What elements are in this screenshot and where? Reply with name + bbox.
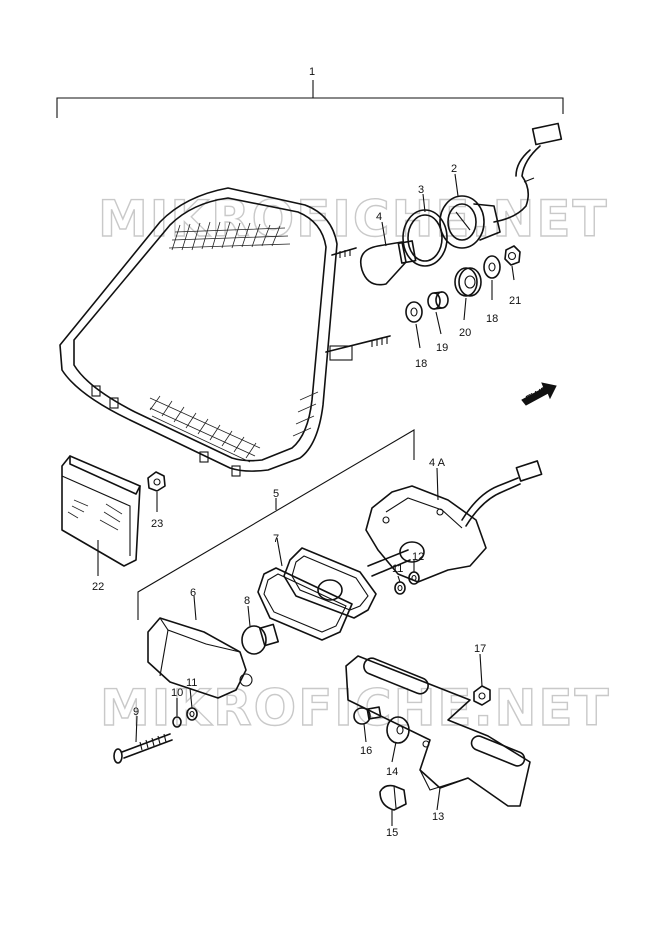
license-bracket-13	[345, 655, 531, 807]
label-part-9: 9	[133, 706, 139, 718]
lens-hatch-bottom	[149, 395, 261, 463]
watermark-top: MIKROFICHE.NET	[98, 190, 609, 248]
bulb-8	[241, 623, 280, 655]
label-part-6: 6	[190, 587, 196, 599]
leader-lines	[97, 173, 515, 826]
nut-12	[408, 571, 420, 585]
label-part-15: 15	[386, 827, 398, 839]
label-part-2: 2	[451, 163, 457, 175]
nut-23	[147, 471, 166, 492]
washer-18-bottom	[405, 301, 423, 323]
nut-21	[504, 245, 521, 266]
bulb-4	[359, 240, 417, 286]
label-part-16: 16	[360, 745, 372, 757]
label-part-5: 5	[273, 488, 279, 500]
label-part-4a: 4 A	[429, 457, 446, 469]
label-part-18-top: 18	[486, 313, 498, 325]
label-part-11-left: 11	[186, 677, 197, 689]
label-part-8: 8	[244, 595, 250, 607]
assembly-bracket-1	[56, 80, 564, 118]
label-part-22: 22	[92, 581, 104, 593]
label-part-11-right: 11	[392, 563, 403, 575]
label-part-12: 12	[412, 551, 424, 563]
bulb-15	[379, 784, 407, 811]
washer-10	[172, 716, 182, 728]
label-part-21: 21	[509, 295, 521, 307]
label-part-23: 23	[151, 518, 163, 530]
grommet-20	[454, 267, 482, 297]
reflector-22	[61, 455, 141, 567]
label-part-3: 3	[418, 184, 424, 196]
washer-14	[386, 716, 410, 744]
screw-9	[113, 733, 173, 764]
label-part-18-bottom: 18	[415, 358, 427, 370]
fwd-arrow-icon: FWD	[521, 382, 557, 406]
label-part-1: 1	[309, 66, 315, 78]
connector-top	[493, 122, 563, 223]
label-part-13: 13	[432, 811, 444, 823]
label-part-14: 14	[386, 766, 398, 778]
assembly-bracket-5	[137, 429, 415, 620]
label-part-19: 19	[436, 342, 448, 354]
label-part-20: 20	[459, 327, 471, 339]
spacer-19	[427, 291, 449, 310]
label-part-7: 7	[273, 533, 279, 545]
bulb-socket-2	[439, 195, 501, 249]
license-lamp-housing-4a	[365, 460, 543, 583]
washer-18-top	[483, 255, 501, 279]
lens-hatch-top	[168, 221, 291, 251]
lens-hatch-side	[292, 391, 319, 437]
label-part-10: 10	[171, 687, 183, 699]
watermark-bottom: MIKROFICHE.NET	[100, 679, 611, 737]
label-part-4: 4	[376, 211, 382, 223]
tail-lamp-lens	[59, 187, 338, 477]
nut-11-right	[394, 581, 406, 595]
gasket-frame-7	[257, 547, 377, 641]
fwd-label: FWD	[524, 384, 552, 406]
label-part-17: 17	[474, 643, 486, 655]
license-lens-6	[147, 617, 253, 699]
bolt-16	[353, 706, 382, 725]
lens-studs	[325, 247, 391, 361]
